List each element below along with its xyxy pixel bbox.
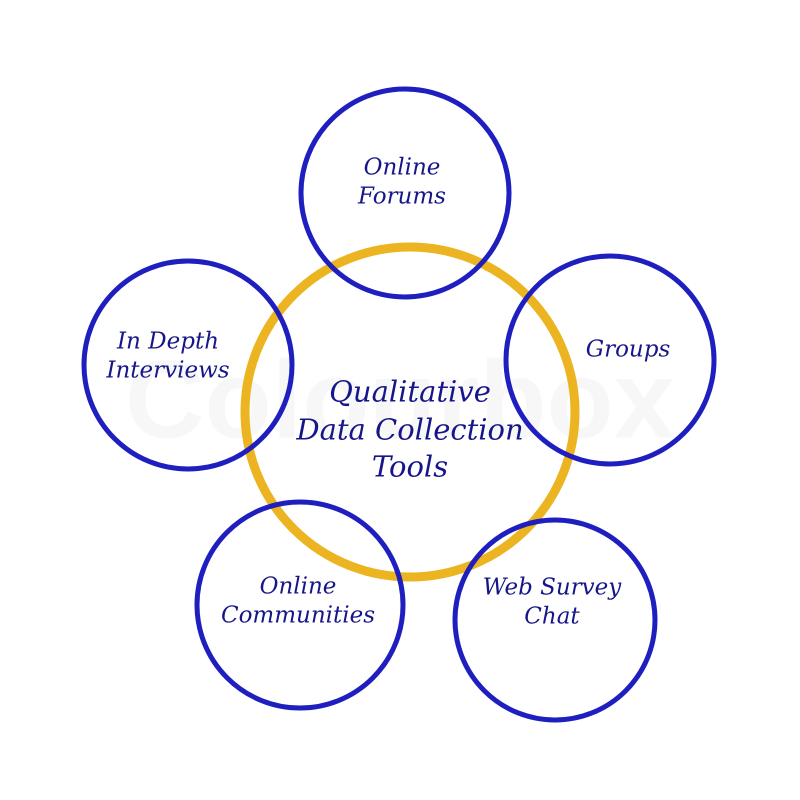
- node-line: Online: [363, 154, 441, 181]
- center-line: Data Collection: [296, 412, 524, 447]
- node-line: Interviews: [106, 357, 230, 383]
- center-line: Tools: [371, 449, 449, 484]
- node-line: Online: [259, 573, 337, 600]
- center-label: Qualitative Data Collection Tools: [296, 373, 523, 486]
- node-line: Groups: [585, 336, 671, 363]
- ring-online-forums: [298, 86, 512, 300]
- node-line: Forums: [358, 183, 446, 209]
- node-line: Communities: [220, 602, 376, 628]
- node-in-depth-interviews: In Depth Interviews: [106, 327, 229, 385]
- node-line: In Depth: [116, 328, 220, 355]
- node-online-communities: Online Communities: [221, 572, 375, 630]
- node-online-forums: Online Forums: [358, 153, 446, 211]
- ring-groups: [503, 253, 717, 467]
- watermark: Colourbox: [125, 338, 675, 462]
- ring-web-survey-chat: [452, 517, 658, 723]
- node-groups: Groups: [586, 336, 671, 365]
- center-line: Qualitative: [329, 374, 491, 409]
- center-ring: [240, 242, 580, 582]
- node-web-survey-chat: Web Survey Chat: [483, 573, 622, 631]
- ring-in-depth-interviews: [81, 258, 295, 472]
- node-line: Web Survey: [482, 574, 622, 601]
- node-line: Chat: [524, 603, 580, 629]
- ring-online-communities: [194, 499, 406, 711]
